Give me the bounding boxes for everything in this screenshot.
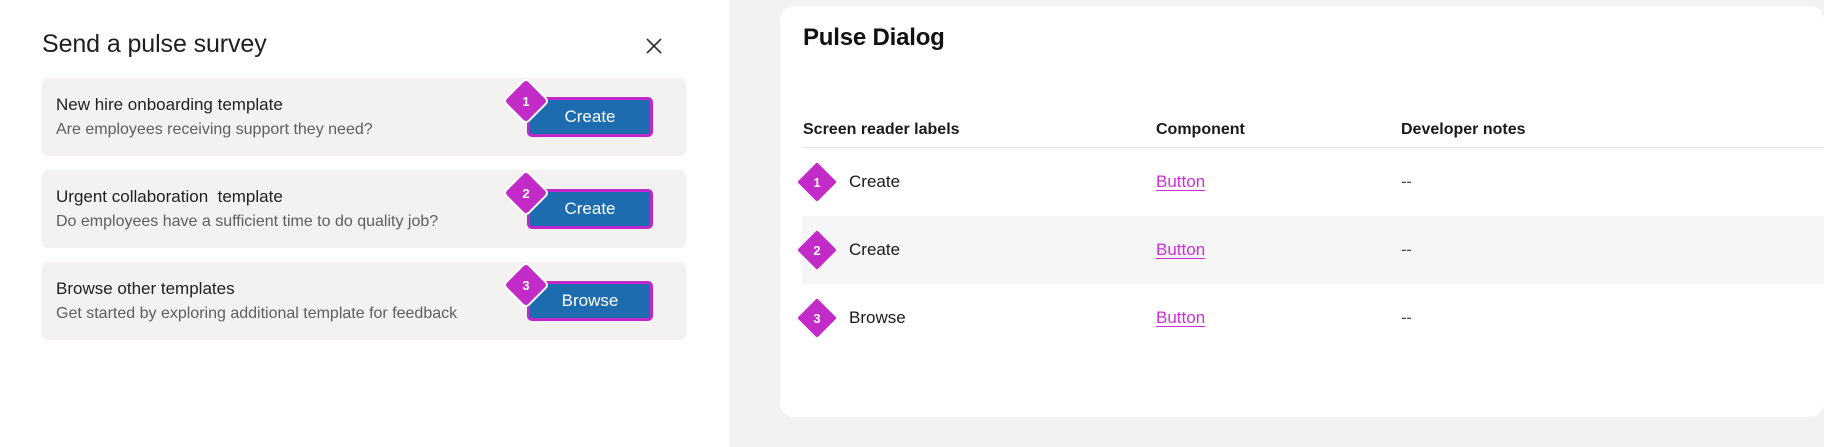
- table-cell-component: Button: [1156, 240, 1401, 260]
- annotation-marker-2: 2: [504, 171, 548, 215]
- table-row: 2 Create Button --: [797, 216, 1824, 284]
- annotation-marker-2: 2: [797, 230, 837, 270]
- annotation-marker-1: 1: [504, 79, 548, 123]
- spec-pane: Pulse Dialog Screen reader labels Compon…: [730, 0, 1824, 447]
- screen-reader-label: Create: [849, 172, 901, 191]
- template-card: New hire onboarding template Are employe…: [42, 78, 686, 156]
- component-link[interactable]: Button: [1156, 172, 1206, 191]
- table-cell-label: 2 Create: [797, 230, 1156, 270]
- table-cell-component: Button: [1156, 308, 1401, 328]
- table-cell-label: 3 Browse: [797, 298, 1156, 338]
- template-card-title: Browse other templates: [56, 278, 235, 298]
- browse-button[interactable]: Browse: [528, 282, 652, 320]
- template-card-subtitle: Are employees receiving support they nee…: [56, 120, 373, 138]
- table-cell-developer-notes: --: [1401, 240, 1412, 259]
- table-row: 3 Browse Button --: [797, 284, 1824, 352]
- annotation-marker-1: 1: [797, 162, 837, 202]
- template-card: Urgent collaboration template Do employe…: [42, 170, 686, 248]
- annotation-marker-number: 1: [813, 174, 821, 190]
- component-link[interactable]: Button: [1156, 308, 1206, 327]
- template-card: Browse other templates Get started by ex…: [42, 262, 686, 340]
- annotation-marker-3: 3: [797, 298, 837, 338]
- annotation-marker-3: 3: [504, 263, 548, 307]
- column-header-screen-reader-labels: Screen reader labels: [803, 121, 960, 138]
- template-card-text: New hire onboarding template Are employe…: [56, 93, 528, 142]
- column-header-component: Component: [1156, 121, 1245, 138]
- annotation-marker-number: 2: [813, 242, 821, 258]
- pulse-survey-dialog: Send a pulse survey New hire onboarding …: [0, 0, 730, 447]
- table-header-row: Screen reader labels Component Developer…: [802, 108, 1824, 148]
- template-action-wrapper: 1 Create: [504, 79, 652, 136]
- accessibility-table: Screen reader labels Component Developer…: [797, 108, 1824, 352]
- template-card-subtitle: Do employees have a sufficient time to d…: [56, 212, 439, 230]
- spec-title: Pulse Dialog: [803, 24, 945, 51]
- template-action-wrapper: 3 Browse: [504, 263, 652, 320]
- screen-reader-label: Browse: [849, 308, 906, 327]
- table-cell-developer-notes: --: [1401, 308, 1412, 327]
- table-cell-label: 1 Create: [797, 162, 1156, 202]
- close-icon: [645, 37, 663, 55]
- annotation-marker-number: 3: [522, 277, 530, 293]
- column-header-developer-notes: Developer notes: [1401, 121, 1526, 138]
- template-action-wrapper: 2 Create: [504, 171, 652, 228]
- table-cell-component: Button: [1156, 172, 1401, 192]
- template-card-title: New hire onboarding template: [56, 94, 283, 114]
- create-button[interactable]: Create: [528, 98, 652, 136]
- component-link[interactable]: Button: [1156, 240, 1206, 259]
- screen-reader-label: Create: [849, 240, 901, 259]
- create-button[interactable]: Create: [528, 190, 652, 228]
- template-card-list: New hire onboarding template Are employe…: [42, 78, 686, 354]
- annotation-marker-number: 2: [522, 185, 530, 201]
- template-card-text: Urgent collaboration template Do employe…: [56, 185, 528, 234]
- spec-card: Pulse Dialog Screen reader labels Compon…: [780, 6, 1824, 417]
- close-button[interactable]: [638, 30, 670, 62]
- table-row: 1 Create Button --: [797, 148, 1824, 216]
- template-card-title: Urgent collaboration template: [56, 186, 283, 206]
- template-card-subtitle: Get started by exploring additional temp…: [56, 304, 458, 322]
- annotation-marker-number: 3: [813, 310, 821, 326]
- annotation-marker-number: 1: [522, 93, 530, 109]
- table-cell-developer-notes: --: [1401, 172, 1412, 191]
- template-card-text: Browse other templates Get started by ex…: [56, 277, 528, 326]
- page-title: Send a pulse survey: [42, 30, 267, 58]
- dialog-header: Send a pulse survey: [42, 22, 690, 66]
